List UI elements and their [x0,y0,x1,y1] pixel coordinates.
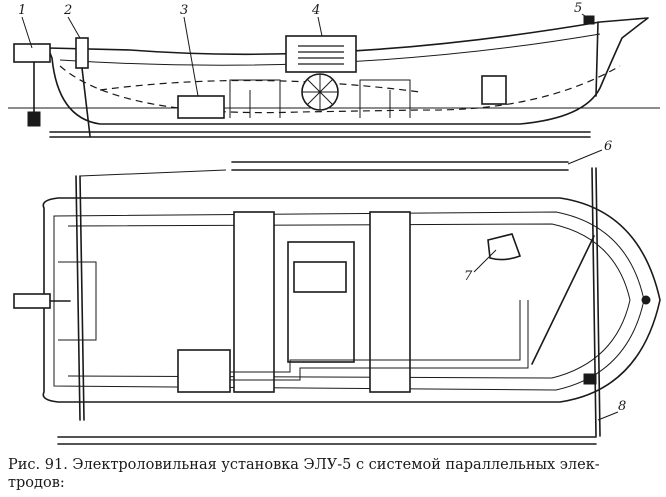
thwart-middle-right [369,211,411,393]
wiring [230,300,521,373]
bag [487,233,522,261]
outrigger-stern [79,175,85,421]
generator-unit [285,35,357,73]
outrigger-bow [595,167,601,437]
callout-2: 2 [63,3,72,18]
motor-plan [13,293,51,309]
plan-view [13,161,661,445]
hull-plan-outline [42,197,661,403]
caption-line-2: тродов: [8,475,65,491]
callout-3: 3 [180,3,188,18]
figure-caption: Рис. 91. Электроловильная установка ЭЛУ-… [8,456,658,492]
boat-installation-drawing: 1 2 3 4 5 6 7 8 [8,1,661,445]
bow-fitting [583,15,595,25]
side-view [8,15,660,138]
callout-7: 7 [464,269,473,284]
bow-rope [531,235,595,365]
thwart-middle-left [233,211,275,393]
callout-5: 5 [574,1,582,16]
propeller [27,111,41,127]
cable-dashed [59,65,621,114]
control-box [177,349,231,393]
electrode-holder-stern [75,37,89,69]
generator-plan [287,241,355,363]
caption-line-1: Рис. 91. Электроловильная установка ЭЛУ-… [8,457,600,473]
battery-box [177,95,225,119]
callout-1: 1 [18,3,26,18]
callouts: 1 2 3 4 5 6 7 8 [18,1,626,421]
callout-4: 4 [311,3,320,18]
outboard-motor [13,43,51,63]
callout-6: 6 [604,139,612,154]
callout-8: 8 [618,399,626,414]
